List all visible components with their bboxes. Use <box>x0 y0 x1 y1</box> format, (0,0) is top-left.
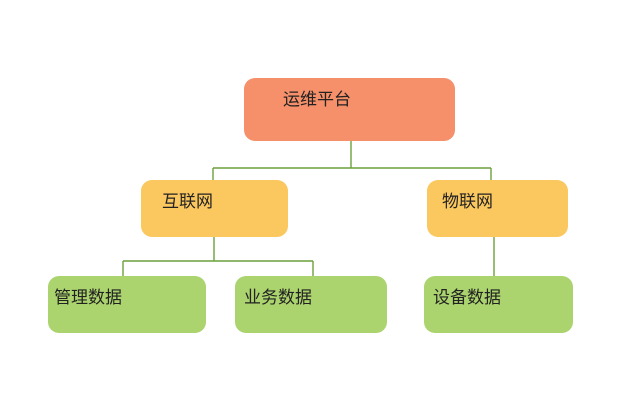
tree-node-business-data: 业务数据 <box>235 276 387 333</box>
connector-platform-children <box>212 141 492 180</box>
tree-node-device-data: 设备数据 <box>424 276 573 333</box>
tree-node-platform: 运维平台 <box>244 78 455 141</box>
tree-node-management-data: 管理数据 <box>48 276 206 333</box>
connector-internet-children <box>122 237 314 276</box>
tree-node-internet: 互联网 <box>141 180 288 237</box>
tree-node-iot: 物联网 <box>427 180 568 237</box>
